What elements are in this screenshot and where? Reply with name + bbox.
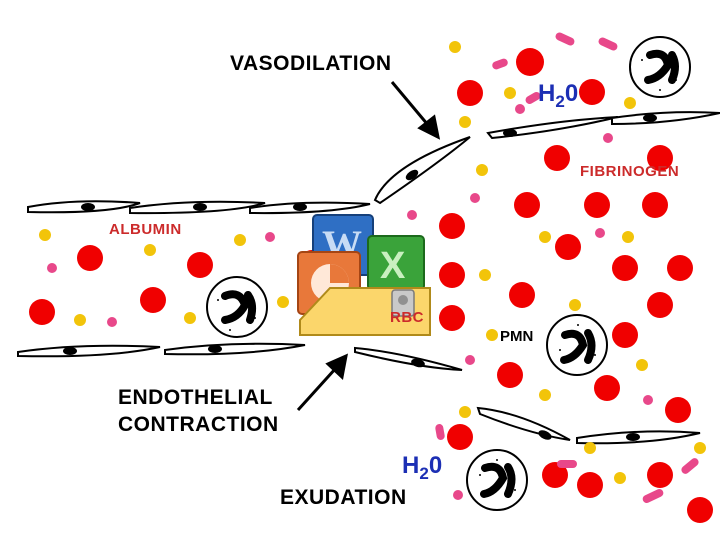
endothelial-cell: [611, 111, 720, 126]
office-suite-icon: W X: [297, 214, 431, 336]
rbc: [612, 255, 638, 281]
vasodilation-label: VASODILATION: [230, 52, 392, 75]
contraction-label: CONTRACTION: [118, 413, 279, 436]
fibrinogen-label: FIBRINOGEN: [580, 163, 680, 180]
h2o-bottom-sub: 2: [419, 463, 429, 483]
endothelial-label: ENDOTHELIAL: [118, 386, 273, 409]
neutrophil: [466, 449, 528, 511]
h2o-bottom-o: 0: [428, 452, 443, 479]
rbc: [667, 255, 693, 281]
rbc: [497, 362, 523, 388]
rbc: [140, 287, 166, 313]
pmn-label: PMN: [500, 328, 534, 345]
svg-text:X: X: [380, 245, 406, 287]
rbc: [665, 397, 691, 423]
contraction-arrow: [296, 353, 349, 412]
rbc: [447, 424, 473, 450]
rbc: [29, 299, 55, 325]
h2o-top-h: H: [538, 80, 556, 107]
albumin-label: ALBUMIN: [109, 221, 182, 238]
rbc: [594, 375, 620, 401]
h2o-top-o: 0: [564, 80, 579, 107]
rbc: [555, 234, 581, 260]
neutrophil: [206, 276, 268, 338]
vasodilation-arrow: [390, 81, 441, 140]
rbc: [687, 497, 713, 523]
rbc: [647, 292, 673, 318]
rbc: [647, 462, 673, 488]
rbc: [577, 472, 603, 498]
rbc: [647, 145, 673, 171]
rbc: [439, 262, 465, 288]
exudation-label: EXUDATION: [280, 486, 407, 509]
rbc: [544, 145, 570, 171]
rbc: [439, 305, 465, 331]
endothelial-cell: [476, 406, 571, 441]
endothelial-cell: [373, 136, 471, 205]
rbc: [542, 462, 568, 488]
rbc: [514, 192, 540, 218]
endothelial-cell: [354, 346, 463, 371]
neutrophil: [629, 36, 691, 98]
endothelial-cell: [249, 201, 371, 215]
rbc: [612, 322, 638, 348]
neutrophil: [546, 314, 608, 376]
h2o-top-sub: 2: [555, 91, 565, 111]
h2o-bottom-h: H: [402, 452, 420, 479]
endothelial-cell: [17, 344, 161, 358]
h2o-bottom-label: H20: [402, 452, 442, 484]
h2o-top-label: H20: [538, 80, 578, 112]
neutrophil-cells: [206, 36, 691, 511]
rbc: [584, 192, 610, 218]
rbc: [642, 192, 668, 218]
rbc: [77, 245, 103, 271]
rbc: [457, 80, 483, 106]
endothelial-cells: [17, 111, 720, 445]
rbc: [187, 252, 213, 278]
rbc-label: RBC: [390, 309, 424, 326]
rbc: [579, 79, 605, 105]
rbc: [516, 48, 544, 76]
rbc: [439, 213, 465, 239]
fibrinogen-particles: [47, 32, 699, 503]
endothelial-cell: [164, 342, 306, 356]
rbc: [509, 282, 535, 308]
